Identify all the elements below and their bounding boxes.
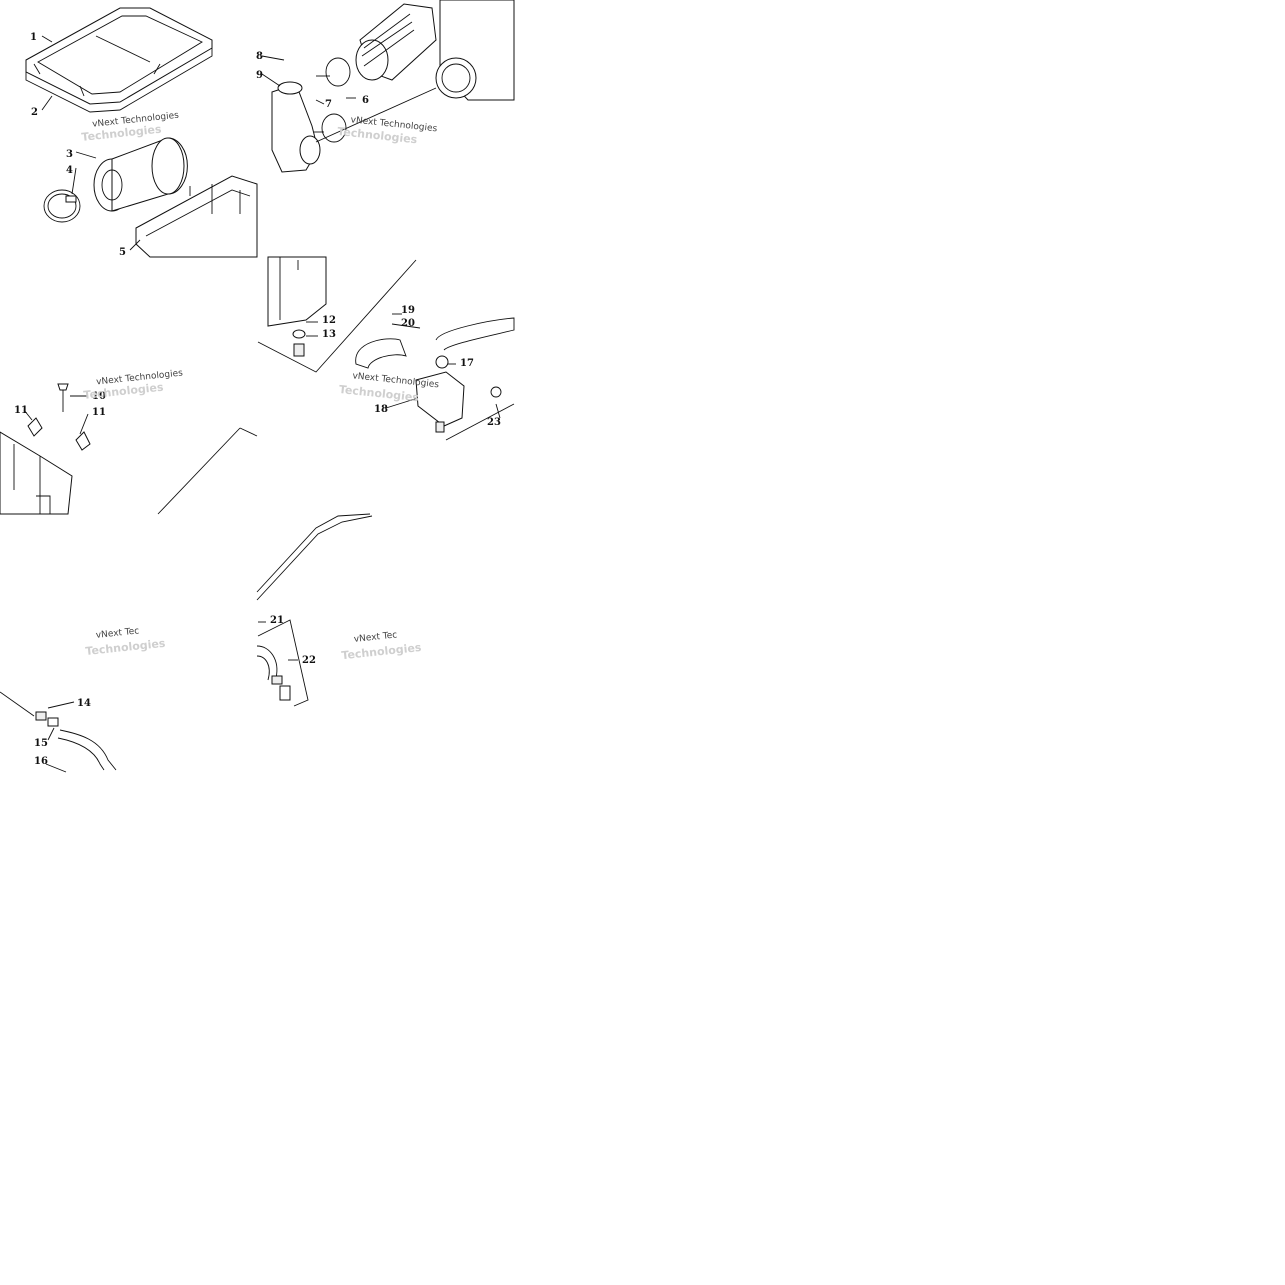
drain-tube [256,513,373,601]
callout-20: 20 [401,318,415,329]
callout-2: 2 [31,107,38,118]
drain-hose-elbow [256,619,309,707]
throttle-body-housing [435,0,515,101]
housing-side-section [0,431,73,515]
o-ring [490,386,502,398]
mounting-screw [57,383,69,412]
callout-7: 7 [325,99,332,110]
callout-5: 5 [119,247,126,258]
callout-10: 10 [92,391,106,402]
svg-text:Technologies: Technologies [341,641,423,662]
watermark-2: vNext Technologies Technologies [337,115,438,146]
callout-12: 12 [322,315,336,326]
callout-22: 22 [302,655,316,666]
clamp-upper [325,57,351,87]
svg-text:Technologies: Technologies [83,381,165,402]
breather-hose [0,691,117,771]
hose-clamp [43,189,81,223]
callout-13: 13 [322,329,336,340]
callout-19: 19 [401,305,415,316]
callout-9: 9 [256,70,263,81]
callout-1: 1 [30,32,37,43]
callout-6: 6 [362,95,369,106]
air-box-cover-group [25,7,213,113]
callout-14: 14 [77,698,91,709]
clamp-lower [321,113,347,143]
housing-lower-section [257,256,417,373]
watermark-6: vNext Tec Technologies [341,630,423,662]
callout-21: 21 [270,615,284,626]
intake-adapter [355,3,437,81]
callout-15: 15 [34,738,48,749]
retaining-clip-right [75,431,91,451]
watermark-5: vNext Tec Technologies [85,626,167,658]
callout-8: 8 [256,51,263,62]
callout-17: 17 [460,358,474,369]
svg-text:vNext Tec: vNext Tec [353,630,397,645]
watermark-3: vNext Technologies Technologies [83,368,184,402]
intake-boot [271,81,321,173]
drain-fitting [292,329,306,357]
air-filter-element [93,137,188,212]
callout-11-left: 11 [14,405,28,416]
retaining-clip-left [27,417,43,437]
callout-16: 16 [34,756,48,767]
svg-text:vNext Tec: vNext Tec [95,626,139,641]
callout-11-right: 11 [92,407,106,418]
callout-3: 3 [66,149,73,160]
separator-assembly [415,355,465,433]
callout-4: 4 [66,165,73,176]
check-valve [35,711,59,727]
callout-18: 18 [374,404,388,415]
vent-hose [355,317,515,369]
callout-23: 23 [487,417,501,428]
